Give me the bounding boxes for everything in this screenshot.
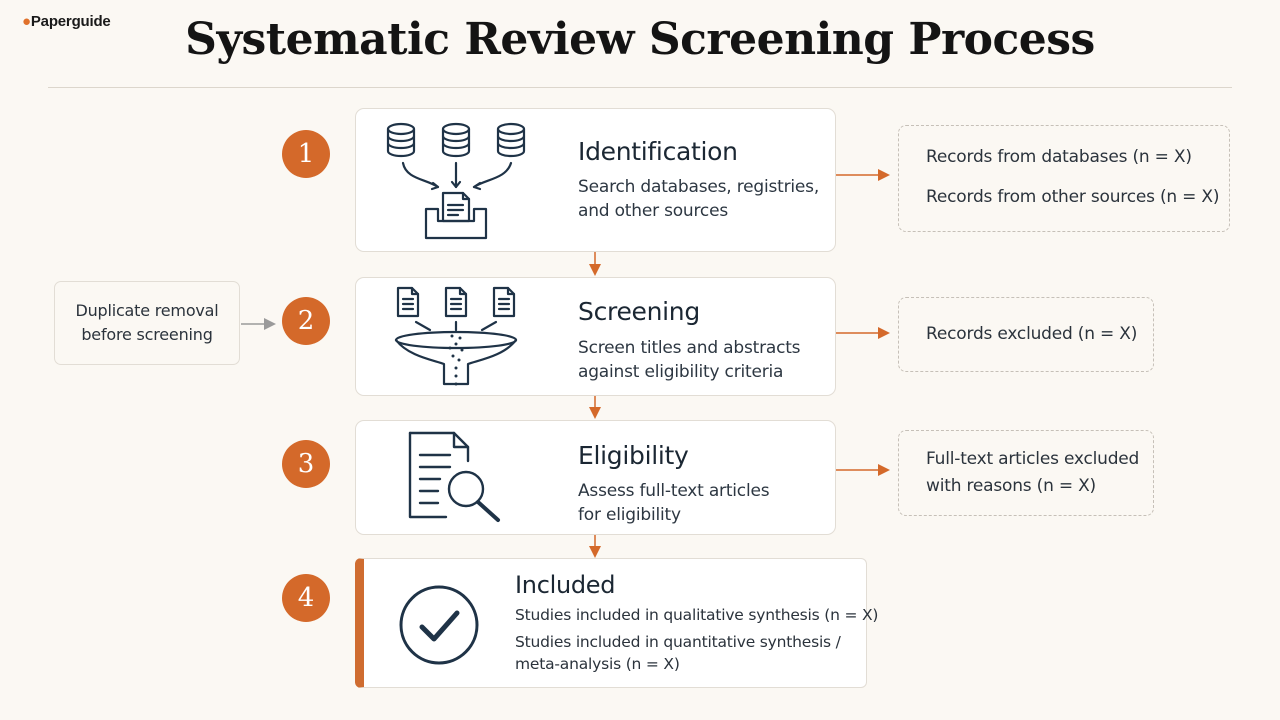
step-number-2: 2 [282, 297, 330, 345]
identification-card: Identification Search databases, registr… [355, 108, 836, 252]
screening-excluded-box: Records excluded (n = X) [898, 297, 1154, 372]
records-databases: Records from databases (n = X) [926, 147, 1192, 167]
document-icon [492, 286, 516, 318]
identification-records-box: Records from databases (n = X) Records f… [898, 125, 1230, 232]
desc-line: Screen titles and abstracts [578, 338, 801, 358]
document-search-icon [408, 431, 500, 522]
included-meta-analysis: meta-analysis (n = X) [515, 655, 680, 673]
logo-text: Paperguide [30, 13, 111, 30]
included-quantitative: Studies included in quantitative synthes… [515, 633, 841, 651]
document-icon [396, 286, 420, 318]
step-title-identification: Identification [578, 137, 738, 166]
title-divider [48, 87, 1232, 88]
step-desc-identification: Search databases, registries, and other … [578, 175, 819, 223]
desc-line: Search databases, registries, [578, 177, 820, 197]
database-icon-right [496, 122, 526, 158]
step-title-included: Included [515, 571, 616, 599]
database-icon [386, 122, 526, 240]
screening-card: Screening Screen titles and abstracts ag… [355, 277, 836, 396]
step-title-screening: Screening [578, 297, 700, 326]
desc-line: and other sources [578, 201, 728, 221]
step-desc-screening: Screen titles and abstracts against elig… [578, 336, 801, 384]
eligibility-excluded-box: Full-text articles excluded with reasons… [898, 430, 1154, 516]
step-number-4: 4 [282, 574, 330, 622]
duplicate-removal-box: Duplicate removal before screening [54, 281, 240, 365]
fulltext-excluded-reasons: with reasons (n = X) [926, 476, 1096, 496]
step-title-eligibility: Eligibility [578, 441, 689, 470]
check-circle-icon [399, 585, 479, 665]
included-qualitative: Studies included in qualitative synthesi… [515, 606, 879, 624]
database-icon-middle [441, 122, 471, 158]
records-other-sources: Records from other sources (n = X) [926, 187, 1220, 207]
database-icon-left [386, 122, 416, 158]
paperguide-logo: ●Paperguide [22, 13, 111, 30]
desc-line: against eligibility criteria [578, 362, 784, 382]
step-number-3: 3 [282, 440, 330, 488]
desc-line: Assess full-text articles [578, 481, 770, 501]
document-icon [444, 286, 468, 318]
included-card [355, 558, 867, 688]
logo-dot-icon: ● [22, 13, 31, 30]
records-excluded: Records excluded (n = X) [926, 324, 1138, 344]
duplicate-line: Duplicate removal [75, 301, 219, 320]
page-title: Systematic Review Screening Process [185, 14, 1095, 65]
step-number-1: 1 [282, 130, 330, 178]
step-desc-eligibility: Assess full-text articles for eligibilit… [578, 479, 770, 527]
eligibility-card: Eligibility Assess full-text articles fo… [355, 420, 836, 535]
desc-line: for eligibility [578, 505, 681, 525]
funnel-icon [394, 286, 518, 386]
fulltext-excluded: Full-text articles excluded [926, 449, 1140, 469]
duplicate-line: before screening [81, 325, 213, 344]
